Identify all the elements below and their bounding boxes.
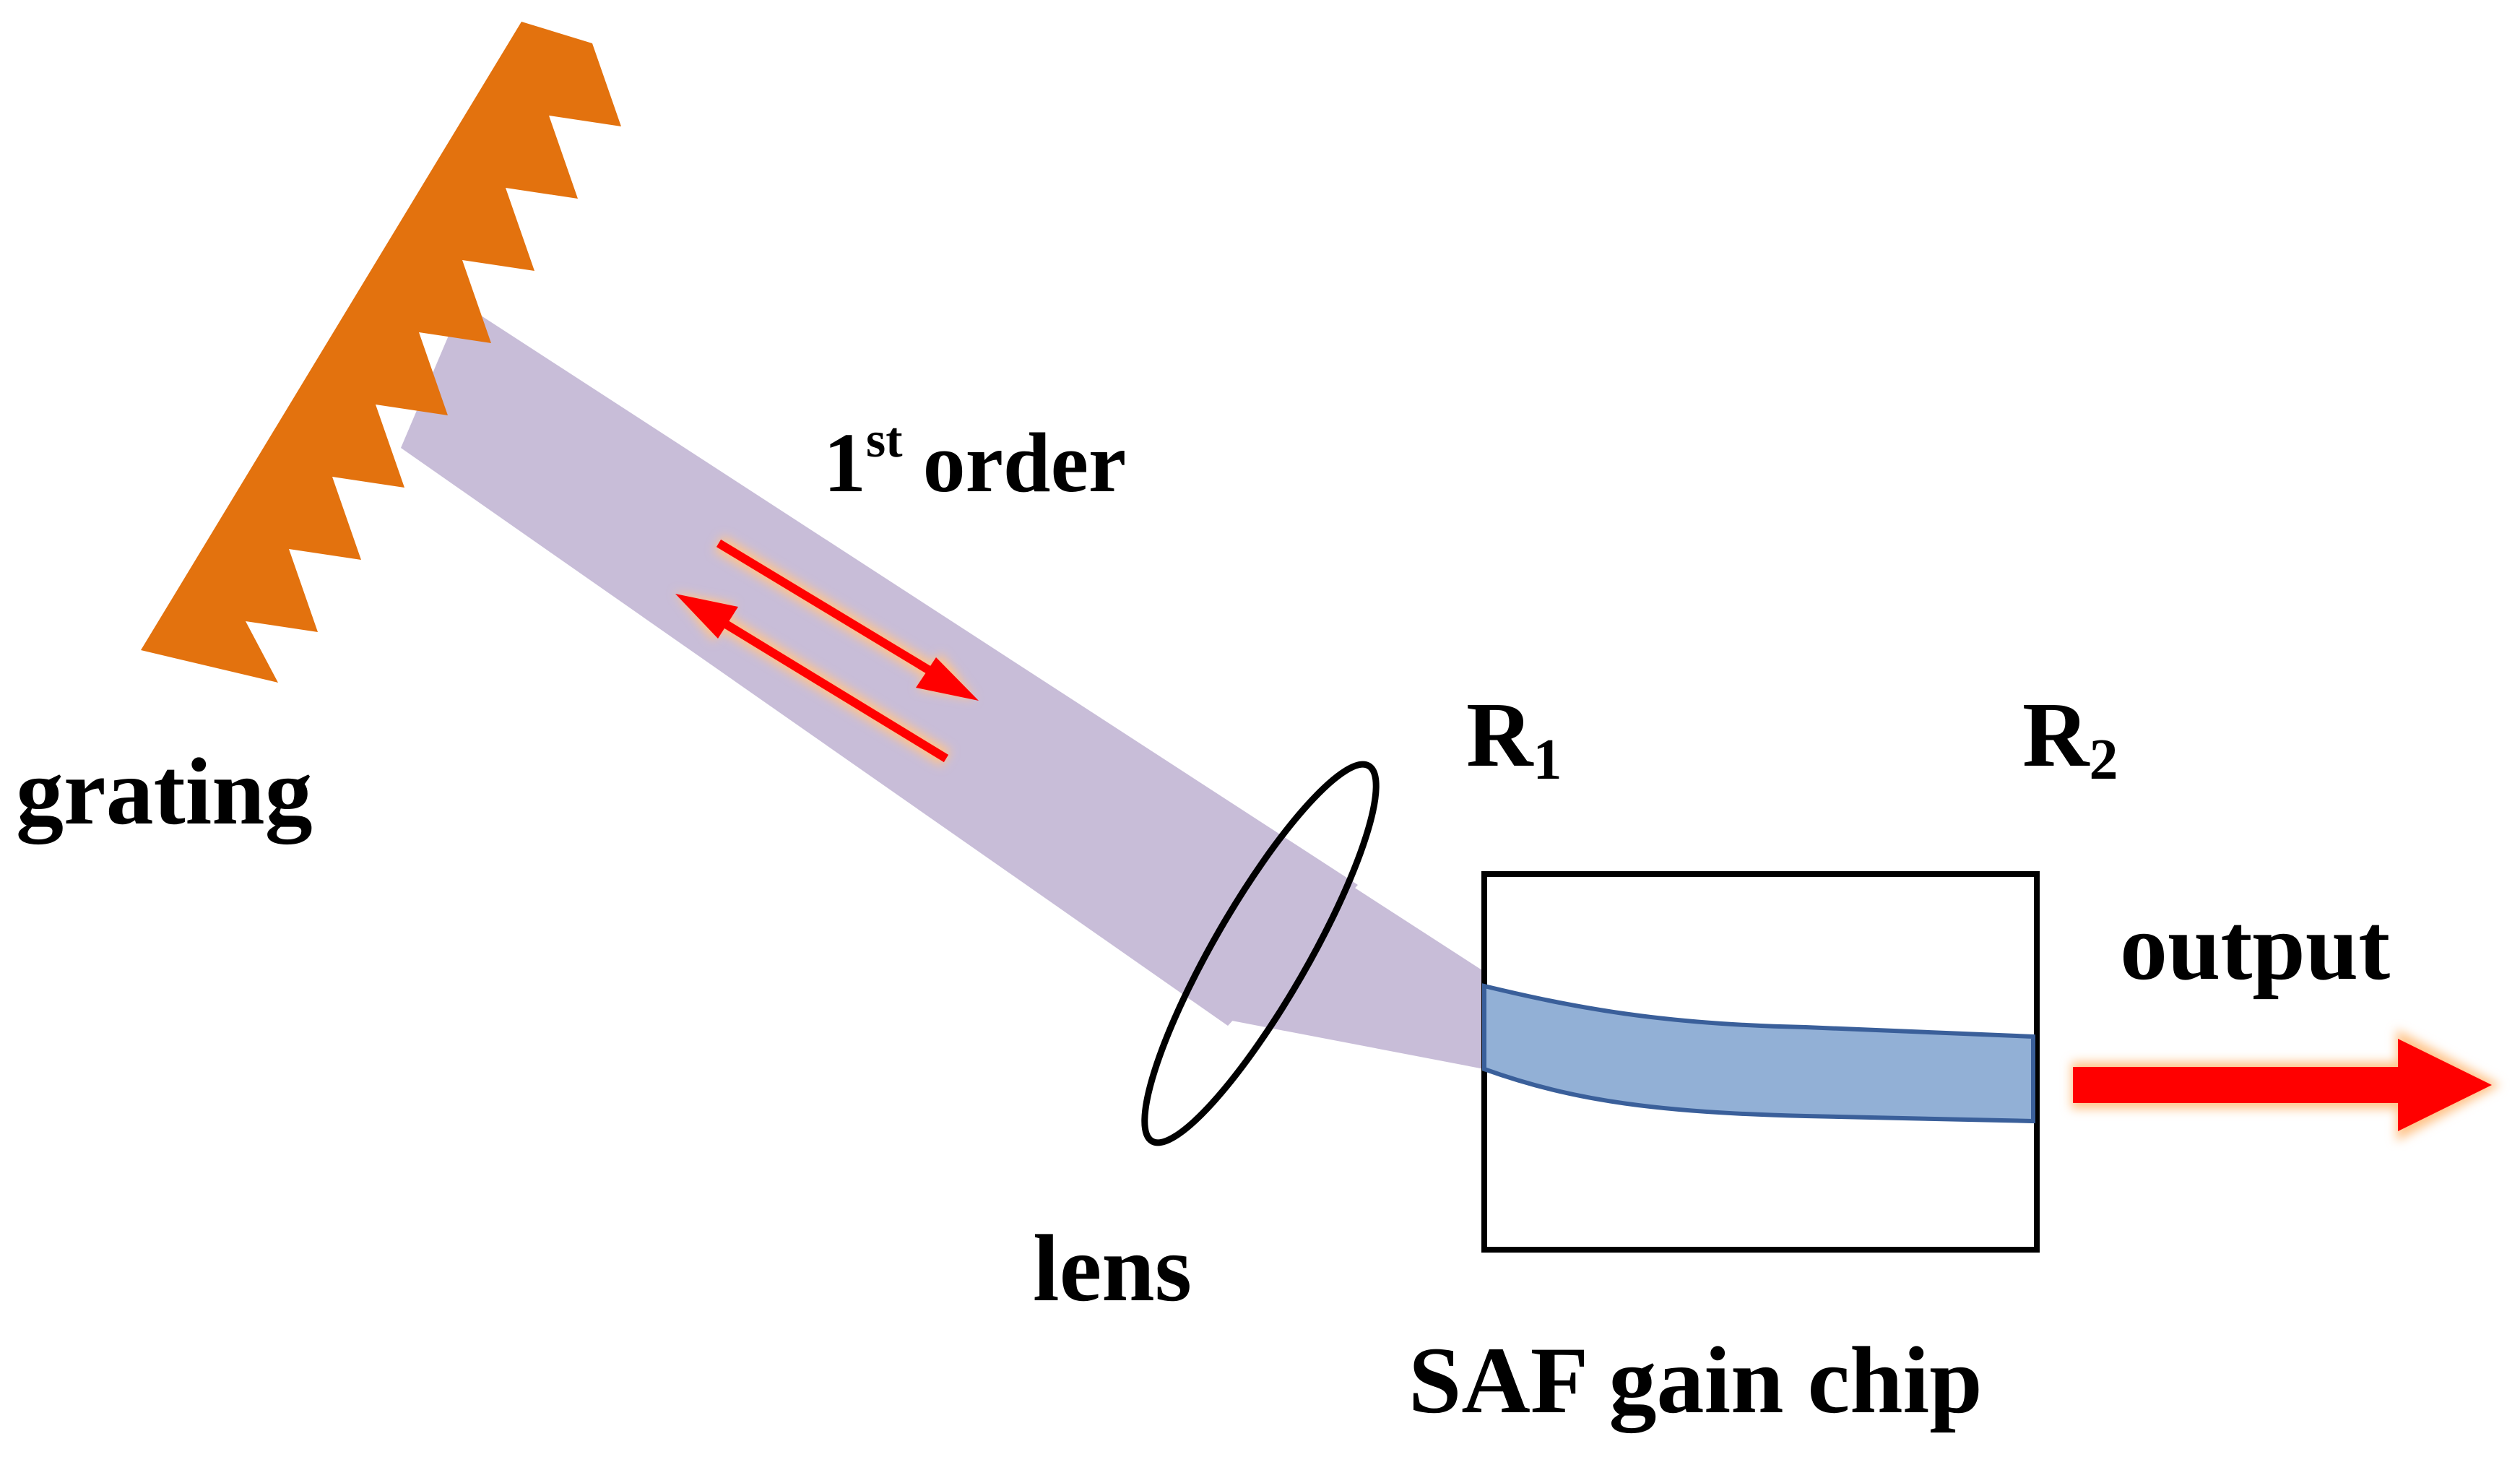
gain-chip-label: SAF gain chip [1408,1327,1983,1433]
order-number: 1 [823,415,866,510]
r1-letter: R [1466,683,1534,786]
lens-label: lens [1033,1215,1192,1321]
lens-icon [1141,761,1380,1146]
grating-label: grating [16,738,313,844]
waveguide [1482,983,2035,1124]
focused-beam [1221,852,1484,1069]
backward-arrow-icon [675,592,951,766]
output-label: output [2120,894,2390,1000]
output-arrow-icon [2071,1029,2500,1141]
order-superscript: st [866,412,903,468]
first-order-beam [401,303,1358,1026]
grating-icon [141,22,621,683]
r1-label: R1 [1466,683,1562,792]
r2-subscript: 2 [2089,728,2118,792]
forward-arrow-icon [714,535,979,701]
r1-subscript: 1 [1533,728,1562,792]
r2-label: R2 [2022,683,2118,792]
order-word: order [923,415,1127,510]
r2-letter: R [2022,683,2090,786]
